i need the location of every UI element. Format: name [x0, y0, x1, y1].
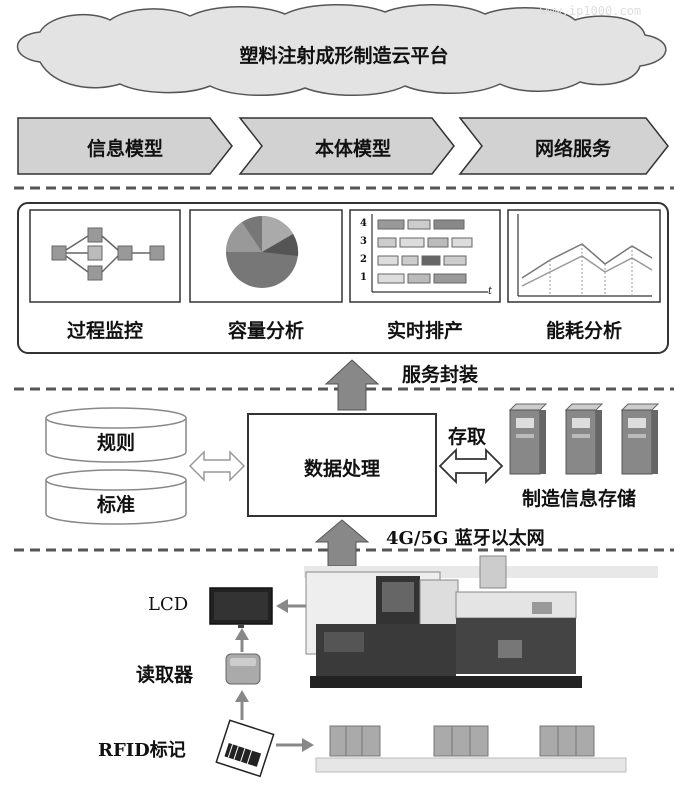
- energy-line-1: [521, 243, 653, 279]
- gantt-axis-label: t: [488, 286, 493, 297]
- capacity-pie: [225, 216, 299, 288]
- bidirectional-arrow-rules: [188, 450, 246, 482]
- service-label-scheduling: 实时排产: [386, 320, 463, 342]
- arrow-tag-to-reader: [235, 690, 249, 720]
- standards-label: 标准: [96, 494, 135, 516]
- access-label: 存取: [448, 426, 487, 448]
- chevron-info-model: [17, 117, 233, 175]
- server-1-icon: [508, 403, 548, 475]
- energy-line-2: [521, 255, 653, 287]
- reader-device-icon: [225, 653, 261, 685]
- tile-energy: [507, 209, 661, 303]
- server-2-icon: [564, 403, 604, 475]
- gantt-row-label-1: 1: [360, 272, 367, 283]
- standards-cylinder: [45, 469, 187, 525]
- pallet-goods-3: [539, 725, 595, 757]
- arrow-machine-to-lcd: [276, 599, 306, 613]
- arrow-tag-to-goods: [276, 738, 314, 752]
- pallet-goods-1: [329, 725, 381, 757]
- reader-label: 读取器: [136, 664, 194, 686]
- lcd-monitor-icon: [209, 587, 273, 628]
- model-label-ontology: 本体模型: [314, 138, 391, 160]
- up-arrow-service: [324, 359, 380, 411]
- chevron-ontology-model: [238, 117, 455, 175]
- cloud-shape: [16, 3, 667, 97]
- gantt-bars: [377, 219, 473, 284]
- pallet-goods-2: [433, 725, 489, 757]
- gantt-row-label-2: 2: [360, 254, 367, 265]
- service-encapsulation-label: 服务封装: [402, 364, 479, 386]
- service-label-capacity: 容量分析: [227, 320, 304, 342]
- service-label-energy: 能耗分析: [545, 320, 622, 342]
- watermark: www.ip1000.com: [540, 4, 642, 18]
- process-flow-arrows: [65, 235, 150, 273]
- rules-cylinder: [45, 407, 187, 463]
- energy-dropdown-lines: [549, 244, 633, 296]
- model-label-info: 信息模型: [86, 138, 163, 160]
- gantt-row-label-3: 3: [360, 236, 367, 247]
- gantt-row-label-4: 4: [360, 218, 367, 229]
- chevron-network-service: [458, 117, 669, 175]
- injection-machine-image: [304, 555, 658, 688]
- server-3-icon: [620, 403, 660, 475]
- data-processing-label: 数据处理: [303, 458, 380, 480]
- conveyor-belt: [315, 757, 627, 773]
- data-processing-box: [247, 413, 437, 517]
- rules-label: 规则: [96, 432, 135, 454]
- arrow-reader-to-lcd: [235, 628, 249, 652]
- service-label-process: 过程监控: [66, 320, 143, 342]
- rfid-label: RFID标记: [98, 740, 186, 761]
- lcd-label: LCD: [148, 594, 189, 615]
- model-label-network: 网络服务: [534, 138, 611, 160]
- network-label: 4G/5G 蓝牙以太网: [386, 528, 545, 549]
- cloud-title: 塑料注射成形制造云平台: [239, 45, 449, 67]
- rfid-tag-icon: [215, 719, 275, 778]
- bidirectional-arrow-access: [438, 447, 504, 485]
- storage-label: 制造信息存储: [522, 488, 637, 510]
- up-arrow-network: [314, 519, 370, 567]
- process-flow-graphic: [51, 227, 165, 281]
